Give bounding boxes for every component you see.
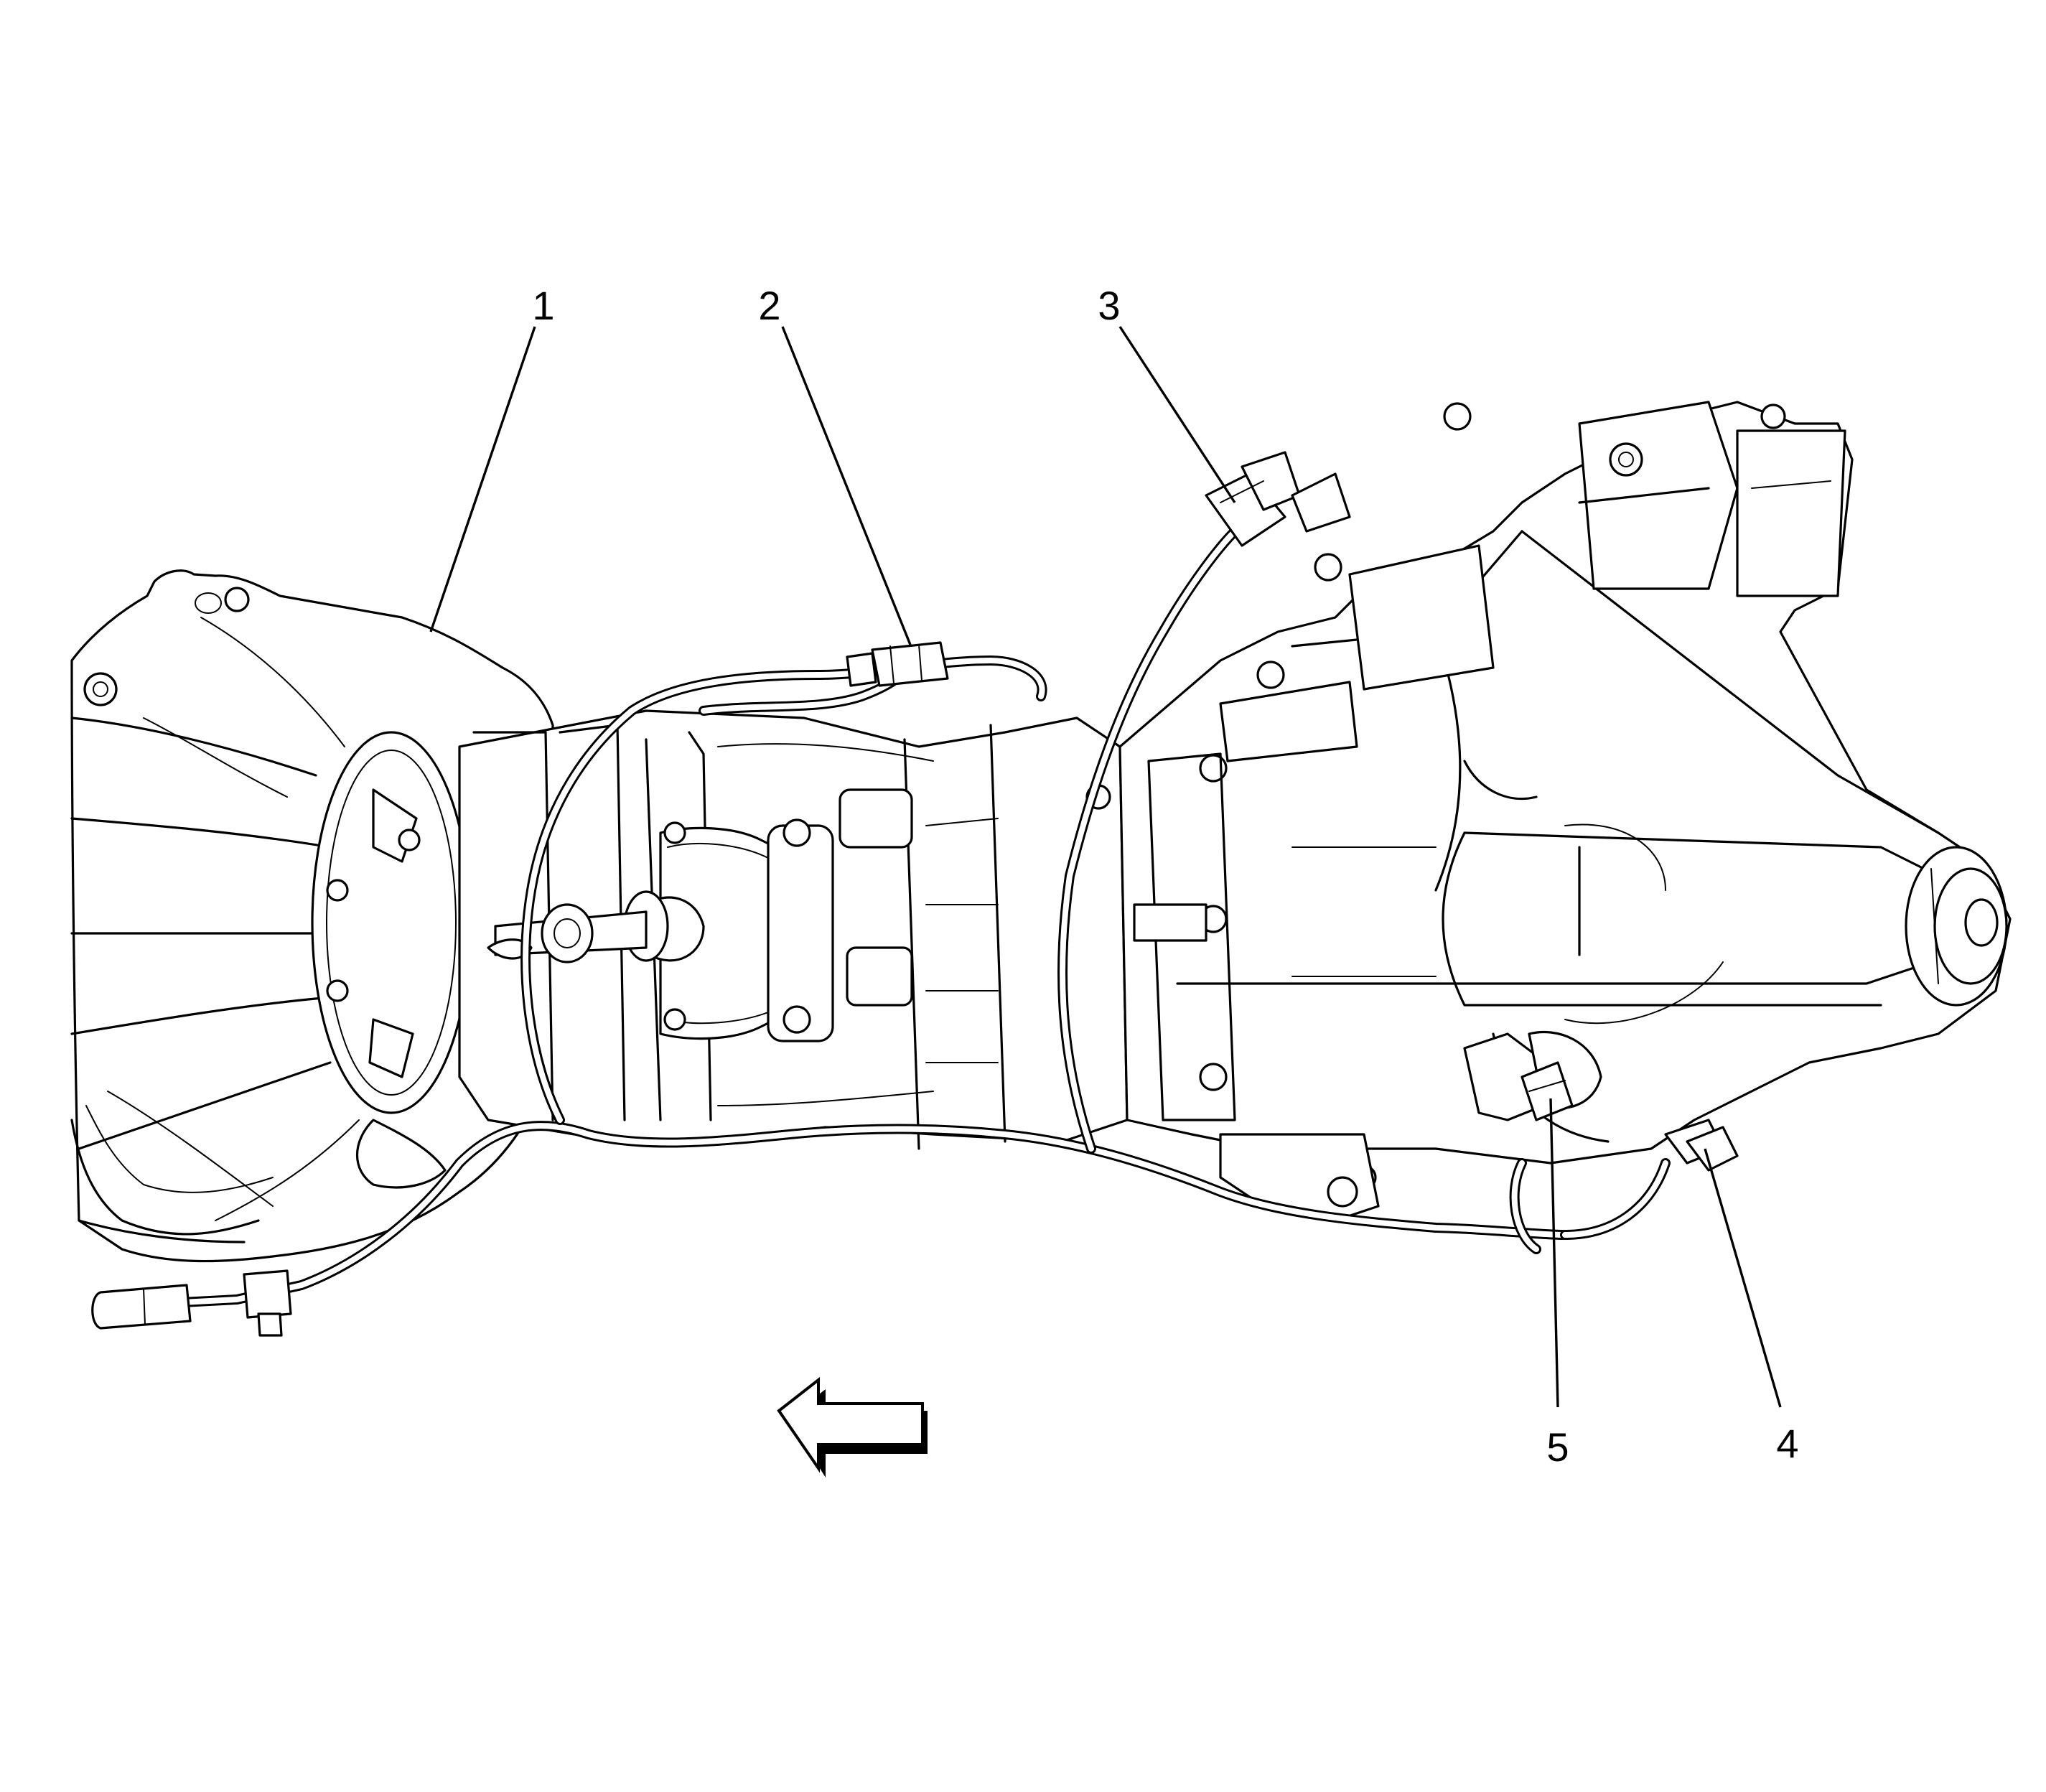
shift-actuator [487,818,834,1042]
left-arrow-icon [777,1376,928,1478]
leader-lines [429,326,1782,1408]
callout-labels: 1 2 3 4 5 [532,283,1798,1470]
leader-line-3 [1118,326,1236,503]
leader-line-2 [781,326,912,645]
leader-line-5 [1549,1098,1559,1408]
connector-3 [1205,451,1351,547]
leader-line-1 [429,326,536,633]
callout-label-2: 2 [758,283,780,328]
connector-2 [846,641,949,687]
callout-label-3: 3 [1098,283,1120,328]
sensor-5 [1521,1061,1574,1121]
tail-housing [1118,401,2012,1165]
callout-label-5: 5 [1546,1424,1569,1470]
callout-label-1: 1 [532,283,554,328]
callout-label-4: 4 [1776,1421,1798,1466]
sensor-4 [1686,1126,1739,1172]
wiring-harness [91,526,1671,1337]
bell-housing-rim [311,731,472,1114]
leader-line-4 [1704,1148,1782,1408]
